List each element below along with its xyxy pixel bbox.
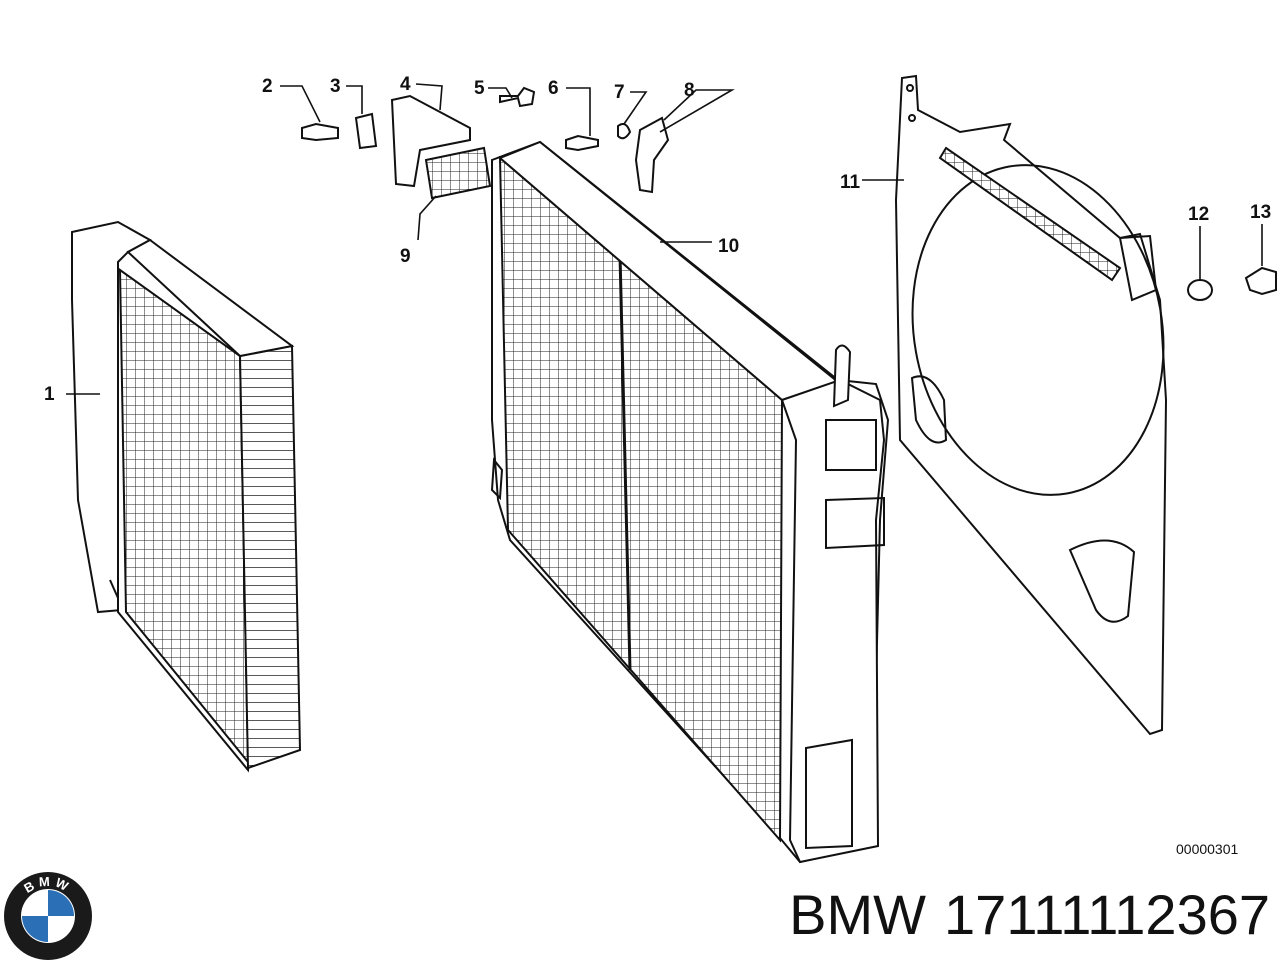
callout-6: 6 — [548, 78, 559, 99]
fan-shroud-part — [894, 74, 1168, 736]
callout-10: 10 — [718, 236, 739, 257]
screw-part-5 — [499, 86, 536, 108]
part-number: 17111112367 — [944, 883, 1270, 946]
callout-4: 4 — [400, 74, 411, 95]
condenser-part — [71, 220, 302, 773]
holder-part-8 — [634, 116, 670, 194]
callout-2: 2 — [262, 76, 273, 97]
callout-12: 12 — [1188, 204, 1209, 225]
screw-part-13 — [1244, 266, 1277, 296]
callout-7: 7 — [614, 82, 625, 103]
bolt-part-6 — [565, 134, 599, 152]
callout-11: 11 — [840, 172, 861, 193]
callout-13: 13 — [1250, 202, 1271, 223]
brand-name: BMW — [789, 883, 927, 946]
hardware-parts — [301, 86, 1277, 301]
clip-nut-part-3 — [354, 112, 378, 150]
callout-3: 3 — [330, 76, 341, 97]
washer-part-7 — [617, 123, 632, 140]
callout-8: 8 — [684, 80, 695, 101]
callout-5: 5 — [474, 78, 485, 99]
drawing-code: 00000301 — [1176, 841, 1239, 857]
bmw-logo-icon: BMW — [4, 872, 92, 960]
leader-lines — [66, 83, 1263, 395]
svg-text:BMW: BMW — [21, 874, 74, 896]
bracket-part-4 — [390, 94, 471, 188]
bolt-part-2 — [301, 122, 339, 142]
washer-part-12 — [1187, 279, 1213, 301]
rubber-mount-part-9 — [424, 146, 492, 200]
callout-9: 9 — [400, 246, 411, 267]
callout-1: 1 — [44, 384, 55, 405]
brand-part-number-caption: BMW 17111112367 — [660, 880, 1270, 950]
radiator-part — [490, 140, 890, 864]
